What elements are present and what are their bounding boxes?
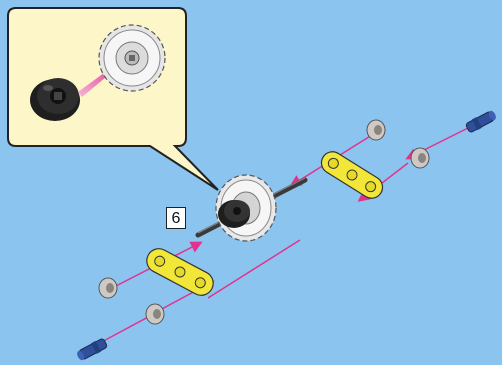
blue-pin-icon	[75, 337, 108, 362]
gear-icon	[216, 175, 276, 241]
callout-gear-icon	[99, 25, 165, 91]
blue-pin-icon	[465, 109, 498, 134]
bushing-icon	[99, 278, 117, 298]
bushing-icon	[367, 120, 385, 140]
bushing-icon	[411, 148, 429, 168]
step-number-label: 6	[166, 207, 186, 229]
connector-icon	[317, 148, 386, 203]
bushing-icon	[146, 304, 164, 324]
